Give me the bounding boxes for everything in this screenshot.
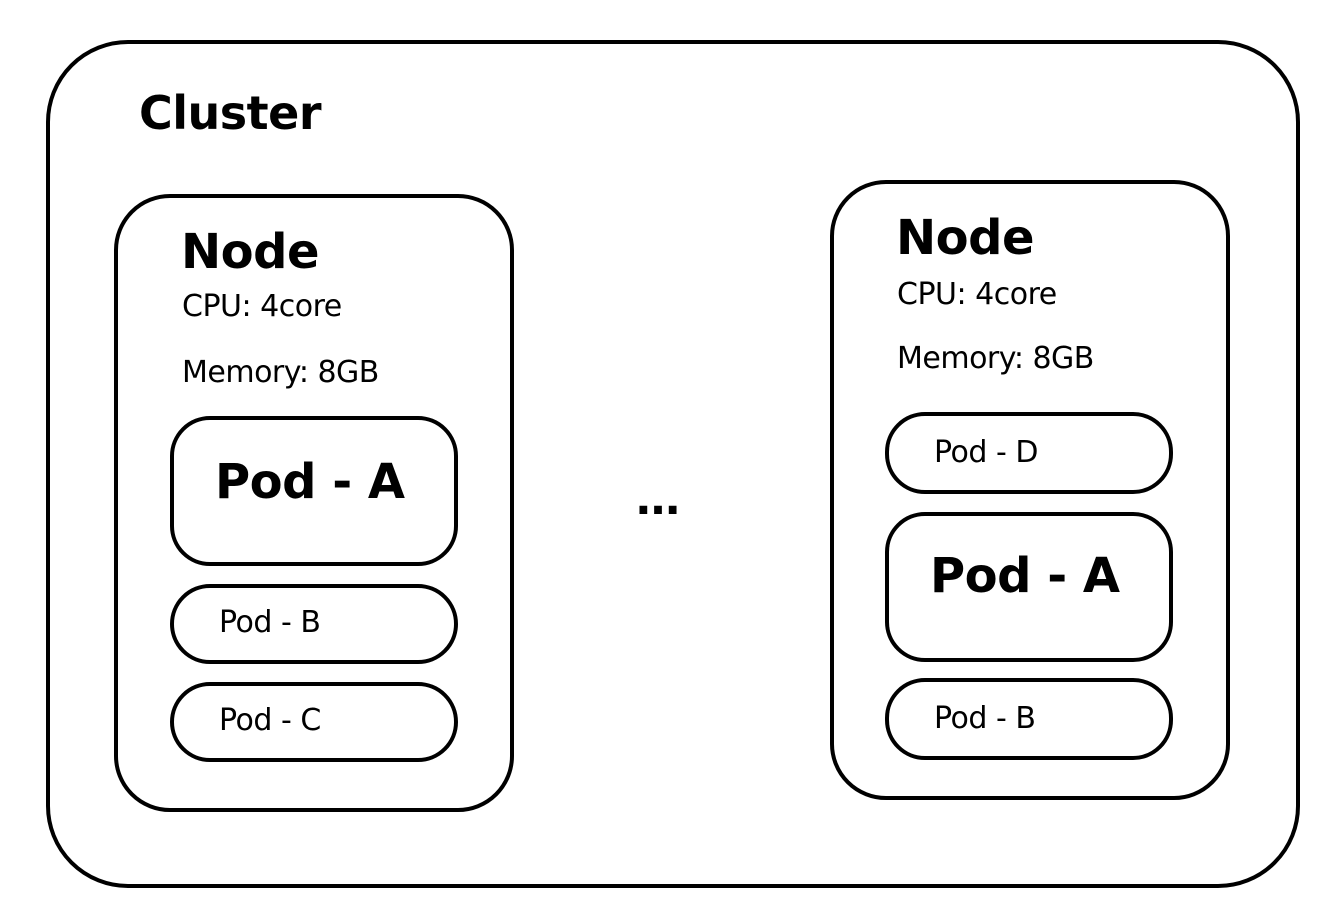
pod-label-d-right: Pod - D bbox=[934, 435, 1038, 470]
pod-box-a-right bbox=[885, 512, 1173, 662]
node-memory-left: Memory: 8GB bbox=[182, 355, 379, 390]
node-cpu-right: CPU: 4core bbox=[897, 277, 1057, 312]
node-memory-right: Memory: 8GB bbox=[897, 341, 1094, 376]
pod-label-a-left: Pod - A bbox=[215, 454, 405, 510]
pod-box-a-left bbox=[170, 416, 458, 566]
pod-label-b-left: Pod - B bbox=[219, 605, 321, 640]
more-nodes-ellipsis: … bbox=[636, 474, 688, 525]
node-title-right: Node bbox=[896, 210, 1035, 266]
cluster-title: Cluster bbox=[139, 86, 322, 140]
node-cpu-left: CPU: 4core bbox=[182, 289, 342, 324]
pod-box-d-right bbox=[885, 412, 1173, 494]
pod-label-c-left: Pod - C bbox=[219, 703, 321, 738]
pod-box-b-right bbox=[885, 678, 1173, 760]
node-title-left: Node bbox=[181, 224, 320, 280]
pod-box-c-left bbox=[170, 682, 458, 762]
pod-box-b-left bbox=[170, 584, 458, 664]
pod-label-b-right: Pod - B bbox=[934, 701, 1036, 736]
pod-label-a-right: Pod - A bbox=[930, 548, 1120, 604]
